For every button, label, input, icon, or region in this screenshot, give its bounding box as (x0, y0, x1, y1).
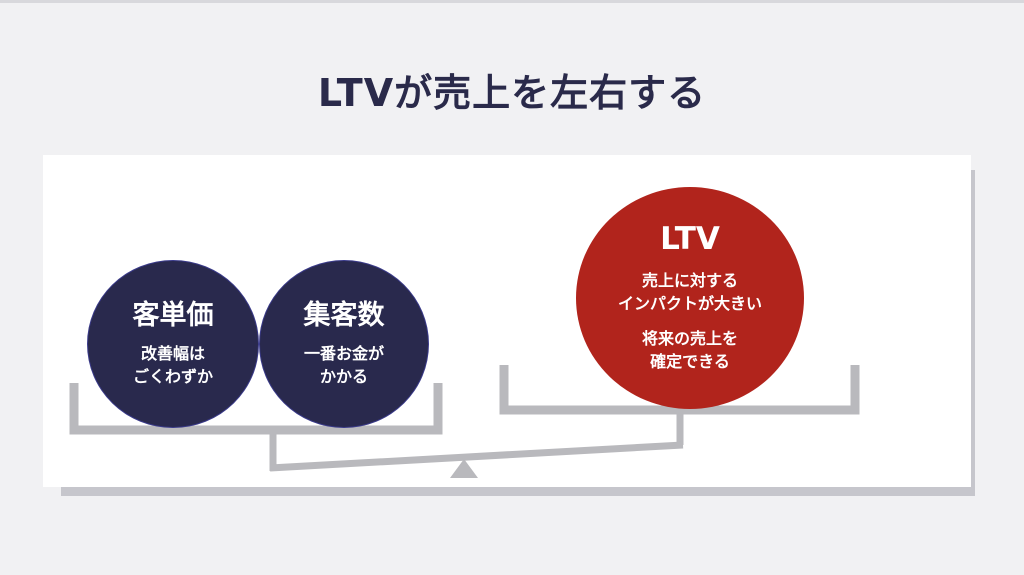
circle-unit-price: 客単価 改善幅は ごくわずか (87, 260, 259, 428)
circle-ltv-title: LTV (660, 221, 720, 257)
top-border (0, 0, 1024, 3)
circle-ltv-text-2: 将来の売上を 確定できる (641, 329, 738, 371)
circle-ltv-text-1: 売上に対する インパクトが大きい (617, 271, 762, 313)
circle-customers-text: 一番お金が かかる (303, 344, 384, 386)
circle-customers: 集客数 一番お金が かかる (259, 260, 429, 428)
fulcrum-icon (450, 459, 478, 478)
circle-customers-title: 集客数 (303, 300, 385, 331)
left-pan-tray (69, 383, 443, 435)
circle-unit-price-title: 客単価 (132, 300, 214, 331)
circle-ltv: LTV 売上に対する インパクトが大きい 将来の売上を 確定できる (576, 187, 804, 409)
scale-beam (269, 441, 684, 472)
page-title: LTVが売上を左右する (317, 71, 707, 115)
circle-unit-price-text: 改善幅は ごくわずか (132, 344, 213, 386)
